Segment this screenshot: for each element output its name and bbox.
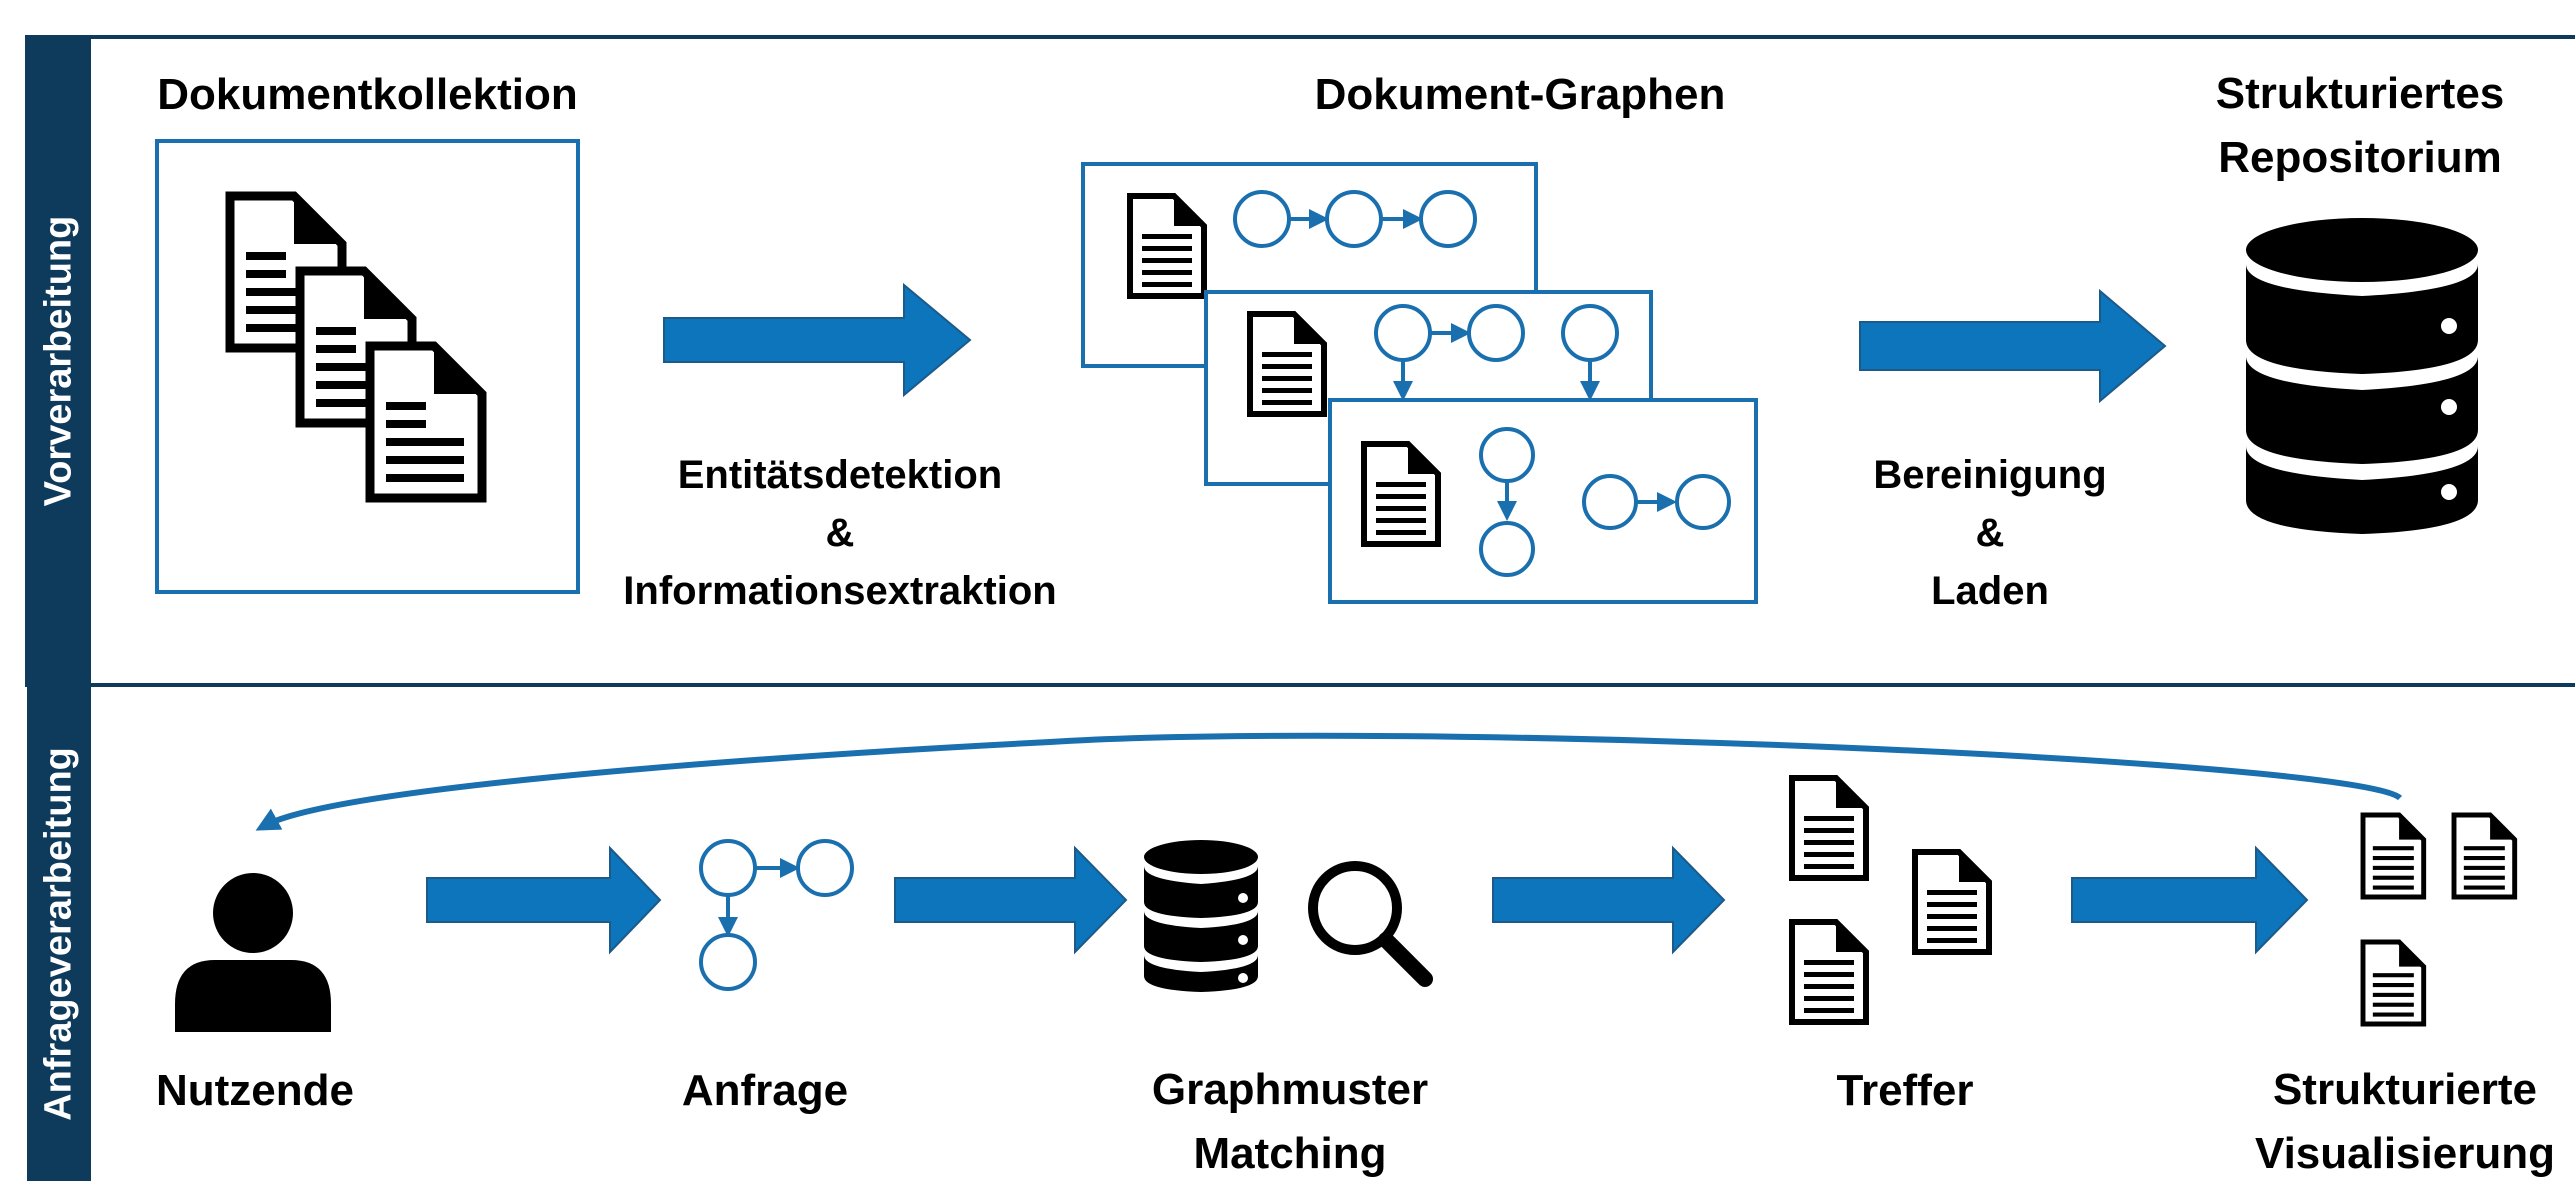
user-label: Nutzende: [156, 1066, 354, 1115]
preprocessing-band: Vorverarbeitung: [27, 37, 91, 685]
hits-to-visualization-arrow: [2071, 845, 2309, 955]
cleaning-arrow: [1859, 288, 2167, 404]
query-label: Anfrage: [681, 1066, 849, 1115]
graph-node-icon: [699, 839, 757, 897]
graph-node-icon: [699, 933, 757, 991]
matching-label: Graphmuster Matching: [1151, 1065, 1429, 1178]
graphs-title: Dokument-Graphen: [1314, 70, 1726, 119]
hits-label: Treffer: [1836, 1066, 1974, 1115]
magnifier-icon: [1308, 861, 1433, 987]
feedback-arrow: [255, 732, 2403, 831]
query-processing-band: Anfrageverarbeitung: [27, 687, 91, 1181]
query-to-matching-arrow: [894, 845, 1128, 955]
cleaning-label: Bereinigung & Laden: [1873, 453, 2107, 613]
visualization-documents-icon: [2363, 815, 2515, 1024]
query-graph-icon: [699, 839, 854, 991]
database-icon: [2246, 218, 2478, 534]
preprocessing-label: Vorverarbeitung: [37, 215, 80, 507]
repository-title: Strukturiertes Repositorium: [2215, 69, 2505, 182]
graph-node-icon: [796, 839, 854, 897]
hit-documents-icon: [1792, 778, 1989, 1022]
document-graph-card-3: [1328, 398, 1758, 604]
graph-node-icon: [1675, 474, 1731, 530]
graph-node-icon: [1479, 521, 1535, 577]
query-processing-label: Anfrageverarbeitung: [37, 747, 80, 1121]
user-to-query-arrow: [426, 845, 662, 955]
matching-to-hits-arrow: [1492, 845, 1726, 955]
user-icon: [175, 873, 331, 1032]
database-icon: [1144, 840, 1258, 992]
collection-title: Dokumentkollektion: [157, 70, 578, 119]
extraction-arrow: [663, 282, 972, 398]
extraction-label: Entitätsdetektion & Informationsextrakti…: [623, 453, 1057, 613]
visualization-label: Strukturierte Visualisierung: [2255, 1065, 2555, 1178]
